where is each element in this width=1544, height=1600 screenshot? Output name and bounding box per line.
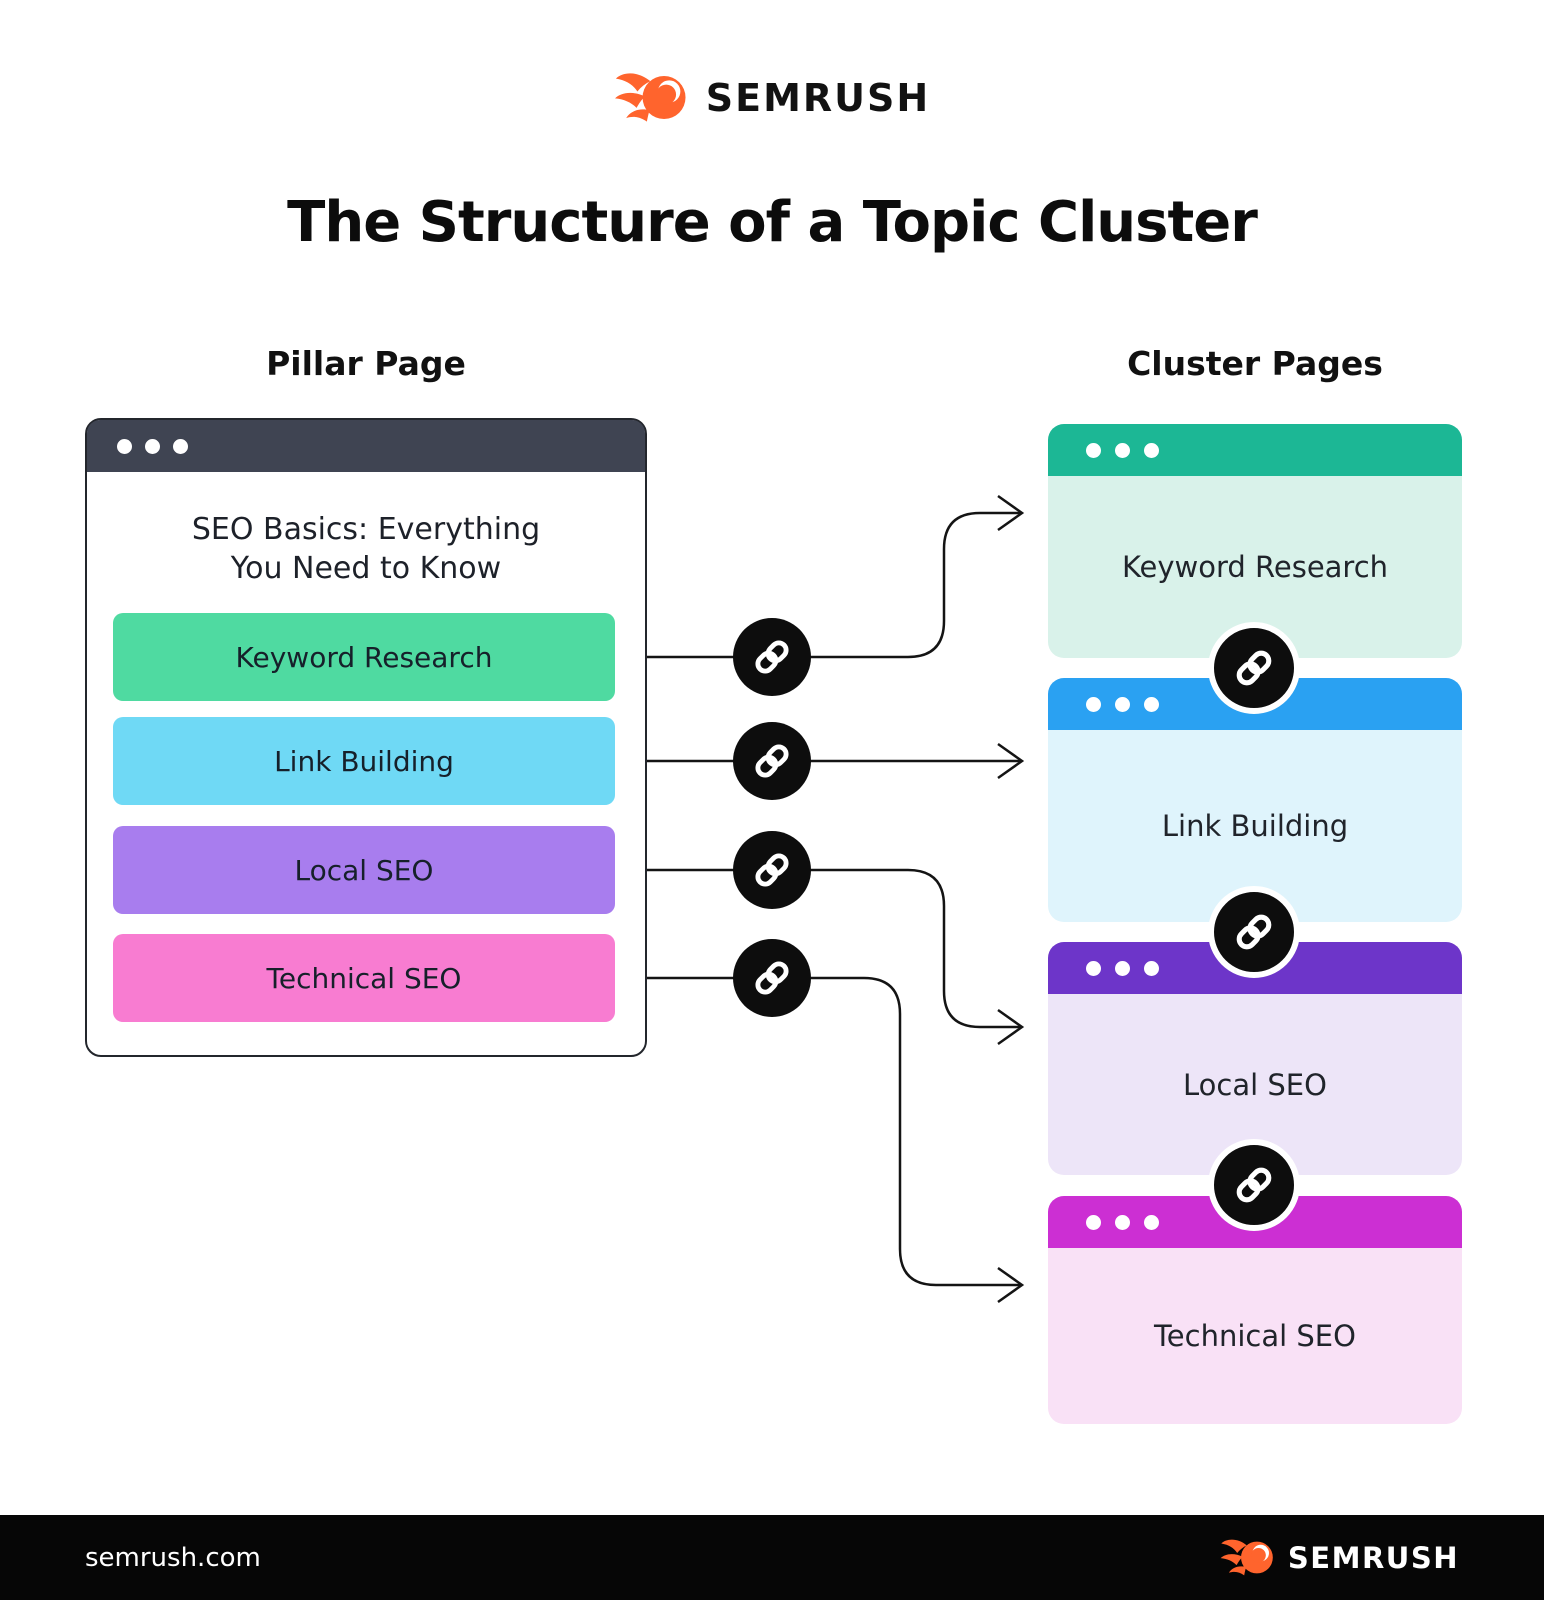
pillar-link-technical-seo: Technical SEO — [113, 934, 615, 1022]
window-dot — [1086, 696, 1101, 712]
chain-link-icon — [1208, 1139, 1300, 1231]
semrush-wordmark: SEMRUSH — [1287, 1540, 1459, 1575]
connector-keyword-research — [647, 494, 1025, 659]
window-dot — [1115, 696, 1130, 712]
arrowhead-icon — [997, 1008, 1025, 1046]
pillar-page-window: SEO Basics: Everything You Need to Know … — [85, 418, 647, 1057]
pillar-column-label: Pillar Page — [266, 344, 466, 383]
arrowhead-icon — [997, 494, 1025, 532]
semrush-flame-icon — [614, 73, 686, 122]
window-dot — [1115, 442, 1130, 458]
arrowhead-icon — [997, 742, 1025, 780]
connector-link-building — [647, 742, 1025, 780]
chain-link-icon — [1208, 622, 1300, 714]
window-dot — [1086, 1214, 1101, 1230]
pillar-page-heading: SEO Basics: Everything You Need to Know — [191, 512, 541, 586]
cluster-column-label: Cluster Pages — [1127, 344, 1383, 383]
footer-bar: semrush.com SEMRUSH — [0, 1515, 1544, 1600]
page-title: The Structure of a Topic Cluster — [287, 190, 1258, 255]
connector-local-seo — [647, 868, 1025, 1046]
arrowhead-icon — [997, 1266, 1025, 1304]
cluster-page-label: Technical SEO — [1048, 1248, 1462, 1424]
window-dot — [173, 438, 188, 454]
pillar-link-link-building: Link Building — [113, 717, 615, 805]
pillar-link-keyword-research: Keyword Research — [113, 613, 615, 701]
window-dot — [1086, 960, 1101, 976]
chain-link-icon — [733, 722, 811, 800]
chain-link-icon — [733, 618, 811, 696]
window-dot — [1144, 696, 1159, 712]
semrush-wordmark: SEMRUSH — [705, 75, 931, 120]
window-dot — [1144, 442, 1159, 458]
connector-technical-seo — [647, 976, 1025, 1304]
semrush-logo: SEMRUSH — [0, 70, 1544, 125]
window-dot — [145, 438, 160, 454]
window-dot — [1115, 1214, 1130, 1230]
pillar-link-local-seo: Local SEO — [113, 826, 615, 914]
window-dot — [1115, 960, 1130, 976]
cluster-window-header — [1048, 424, 1462, 476]
window-dot — [1144, 960, 1159, 976]
window-dot — [1144, 1214, 1159, 1230]
cluster-page-technical-seo: Technical SEO — [1048, 1196, 1462, 1424]
pillar-window-header — [87, 420, 645, 472]
window-dot — [1086, 442, 1101, 458]
cluster-page-keyword-research: Keyword Research — [1048, 424, 1462, 658]
window-dot — [117, 438, 132, 454]
semrush-flame-icon — [1220, 1539, 1273, 1576]
chain-link-icon — [733, 939, 811, 1017]
footer-semrush-logo: SEMRUSH — [1220, 1537, 1459, 1578]
cluster-page-label: Link Building — [1048, 730, 1462, 922]
chain-link-icon — [1208, 886, 1300, 978]
footer-site-url: semrush.com — [85, 1542, 261, 1573]
chain-link-icon — [733, 831, 811, 909]
